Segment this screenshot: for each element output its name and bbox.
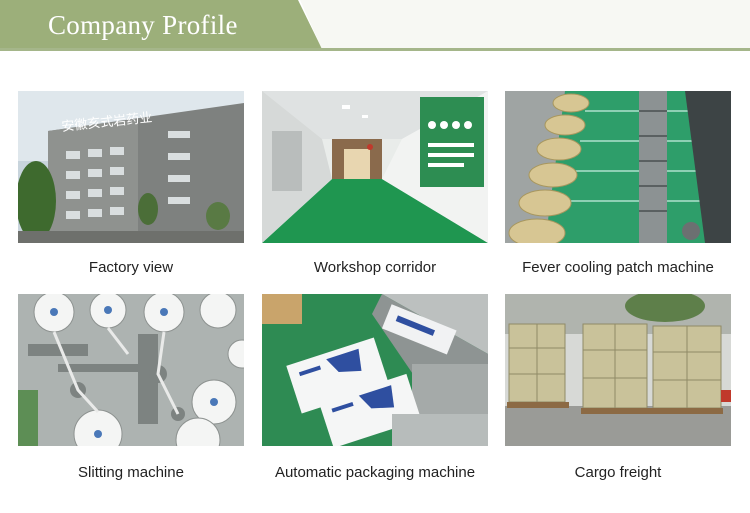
workshop-corridor-photo[interactable]: [262, 91, 488, 243]
caption-fever-cooling-patch-machine: Fever cooling patch machine: [522, 259, 714, 276]
header-banner-shape: [0, 0, 750, 51]
caption-factory-view: Factory view: [88, 259, 174, 276]
caption-automatic-packaging-machine: Automatic packaging machine: [274, 464, 476, 481]
photo-card-workshop-corridor: Workshop corridor: [262, 91, 488, 276]
photo-card-fever-cooling-patch-machine: Fever cooling patch machine: [505, 91, 731, 276]
caption-cargo-freight: Cargo freight: [574, 464, 662, 481]
photo-card-factory-view: 安徽亥式岩药业 Factory view: [18, 91, 244, 276]
caption-slitting-machine: Slitting machine: [78, 464, 184, 481]
automatic-packaging-machine-photo[interactable]: [262, 294, 488, 446]
slitting-machine-photo[interactable]: [18, 294, 244, 446]
page-header: Company Profile: [0, 0, 750, 52]
fever-cooling-patch-machine-photo[interactable]: [505, 91, 731, 243]
photo-card-automatic-packaging-machine: Automatic packaging machine: [262, 294, 488, 481]
caption-workshop-corridor: Workshop corridor: [313, 259, 437, 276]
photo-card-slitting-machine: Slitting machine: [18, 294, 244, 481]
cargo-freight-photo[interactable]: [505, 294, 731, 446]
factory-view-photo[interactable]: 安徽亥式岩药业: [18, 91, 244, 243]
photo-card-cargo-freight: Cargo freight: [505, 294, 731, 481]
page-title: Company Profile: [48, 10, 238, 40]
